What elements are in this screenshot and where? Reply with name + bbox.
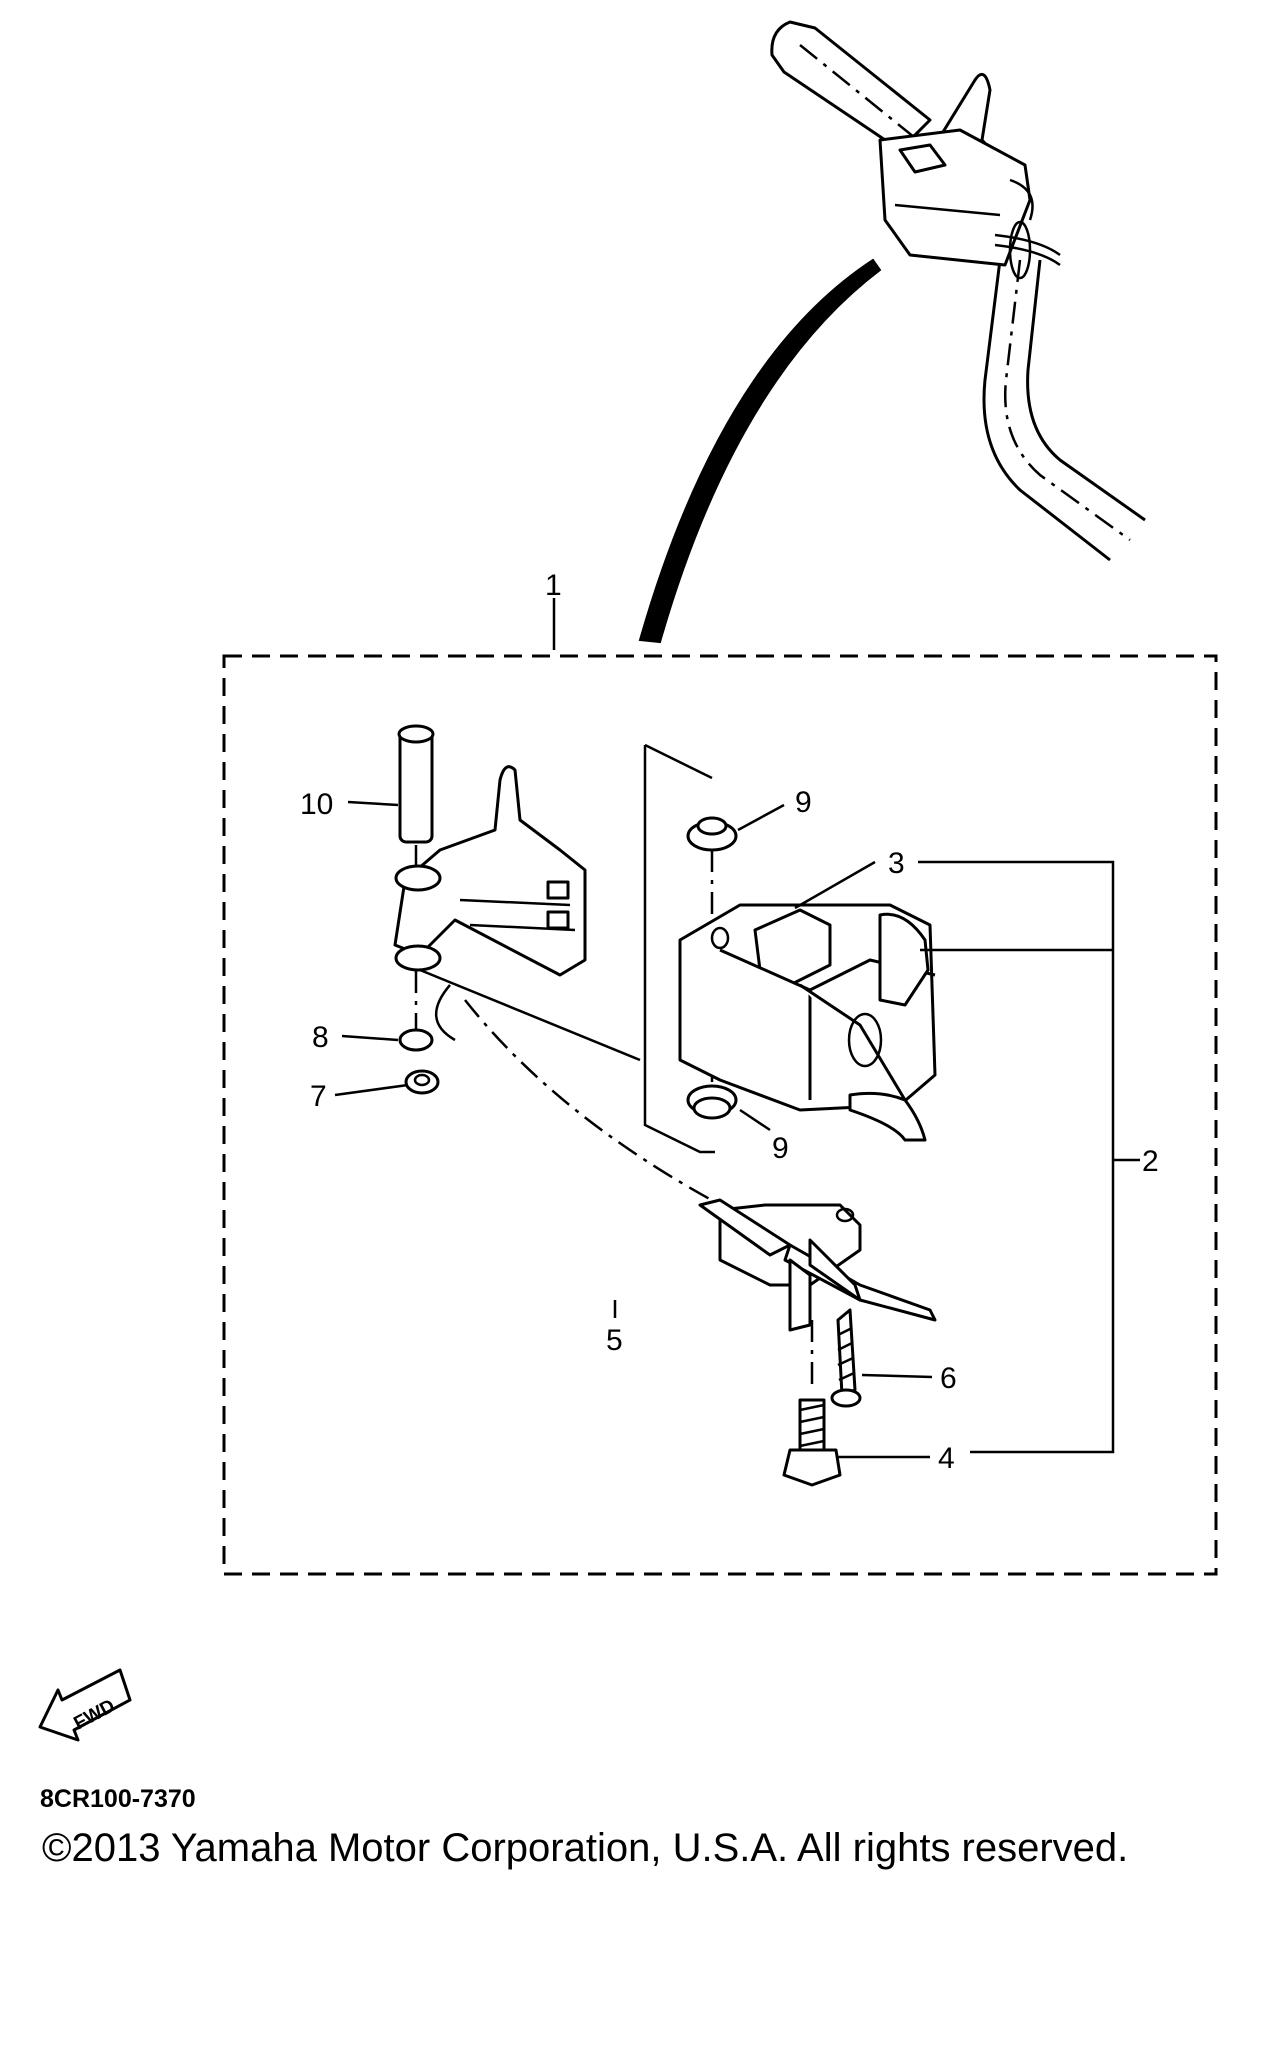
throttle-lever xyxy=(393,765,641,1062)
leader-arc xyxy=(638,258,882,644)
bracket-line xyxy=(643,745,715,1154)
handlebar-illustration xyxy=(770,20,1146,562)
grommet-bottom xyxy=(686,1084,738,1120)
callout-1: 1 xyxy=(545,569,562,602)
callout-10: 10 xyxy=(300,788,333,821)
callout-9-bottom: 9 xyxy=(772,1132,789,1165)
callout-5: 5 xyxy=(606,1324,623,1357)
callout-6: 6 xyxy=(940,1362,957,1395)
copyright-notice: ©2013 Yamaha Motor Corporation, U.S.A. A… xyxy=(42,1826,1129,1870)
grommet-top xyxy=(686,816,738,852)
fwd-arrow-icon: FWD xyxy=(38,1668,132,1742)
screw-part xyxy=(830,1308,862,1408)
drawing-code: 8CR100-7370 xyxy=(40,1785,196,1813)
callout-2: 2 xyxy=(1142,1145,1159,1178)
washer-part xyxy=(398,1028,434,1052)
callout-8: 8 xyxy=(312,1021,329,1054)
switch-plate xyxy=(698,1198,937,1332)
nut-part xyxy=(404,1069,440,1095)
callout-3: 3 xyxy=(888,847,905,880)
switch-body xyxy=(678,903,937,1142)
leader-lines xyxy=(334,598,1140,1459)
callout-9-top: 9 xyxy=(795,786,812,819)
callout-4: 4 xyxy=(938,1442,955,1475)
assembly-box xyxy=(222,654,1218,1576)
callout-7: 7 xyxy=(310,1080,327,1113)
bolt-part xyxy=(782,1398,842,1487)
